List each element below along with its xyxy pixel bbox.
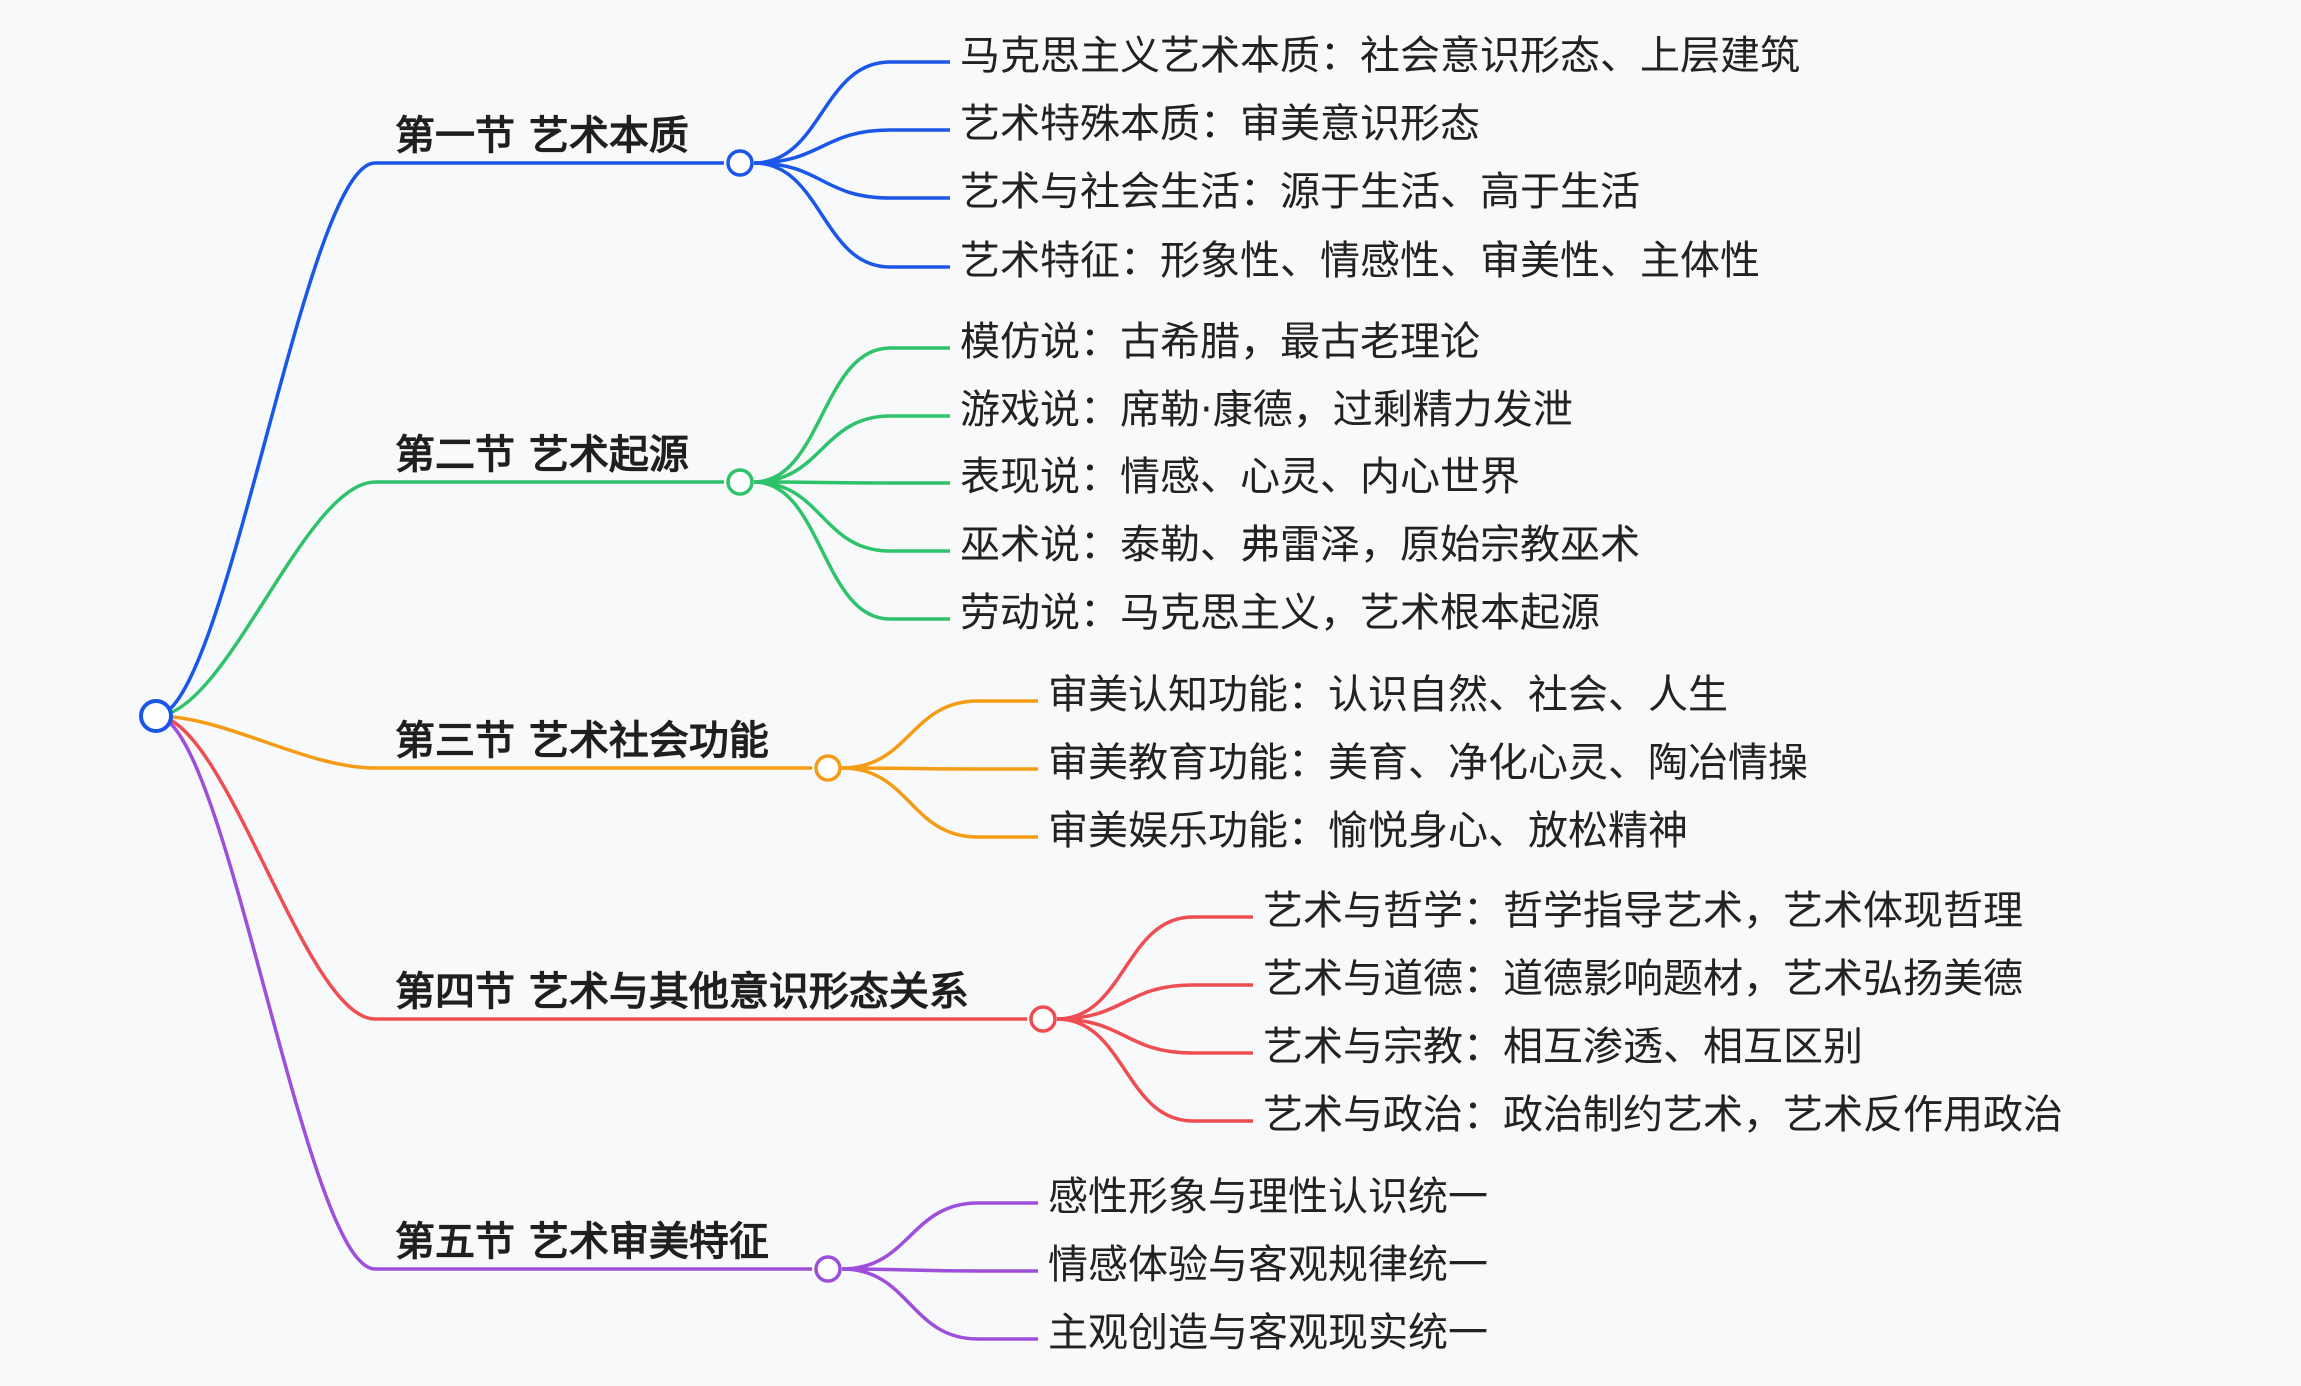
leaf-link — [753, 161, 950, 200]
branch-link — [155, 161, 724, 718]
leaf-label[interactable]: 审美娱乐功能：愉悦身心、放松精神 — [1048, 808, 1688, 854]
leaf-label[interactable]: 艺术与政治：政治制约艺术，艺术反作用政治 — [1263, 1092, 2063, 1138]
leaf-link — [841, 766, 1038, 771]
leaf-label[interactable]: 艺术与宗教：相互渗透、相互区别 — [1263, 1024, 1863, 1070]
leaf-link — [1056, 1017, 1253, 1123]
branch-node — [1029, 1005, 1057, 1033]
leaf-link — [841, 1201, 1038, 1271]
leaf-link — [753, 60, 950, 165]
branch-label[interactable]: 第三节 艺术社会功能 — [395, 718, 769, 764]
leaf-label[interactable]: 审美教育功能：美育、净化心灵、陶冶情操 — [1048, 740, 1808, 786]
branch-label[interactable]: 第二节 艺术起源 — [395, 432, 689, 478]
leaf-link — [753, 161, 950, 269]
branch-label[interactable]: 第四节 艺术与其他意识形态关系 — [395, 969, 969, 1015]
leaf-label[interactable]: 感性形象与理性认识统一 — [1048, 1174, 1488, 1220]
leaf-label[interactable]: 劳动说：马克思主义，艺术根本起源 — [960, 590, 1600, 636]
leaf-link — [1056, 1017, 1253, 1055]
leaf-link — [841, 699, 1038, 770]
branch-node — [726, 149, 754, 177]
leaf-link — [753, 346, 950, 484]
root-node — [139, 699, 173, 733]
leaf-label[interactable]: 艺术与道德：道德影响题材，艺术弘扬美德 — [1263, 956, 2023, 1002]
leaf-label[interactable]: 模仿说：古希腊，最古老理论 — [960, 319, 1480, 365]
leaf-label[interactable]: 艺术与社会生活：源于生活、高于生活 — [960, 169, 1640, 215]
branch-link — [155, 480, 724, 718]
branch-link — [155, 714, 1027, 1021]
leaf-label[interactable]: 艺术与哲学：哲学指导艺术，艺术体现哲理 — [1263, 888, 2023, 934]
leaf-link — [753, 480, 950, 553]
leaf-label[interactable]: 马克思主义艺术本质：社会意识形态、上层建筑 — [960, 33, 1800, 79]
branch-node — [726, 468, 754, 496]
leaf-link — [753, 480, 950, 485]
branch-node — [814, 754, 842, 782]
leaf-label[interactable]: 艺术特征：形象性、情感性、审美性、主体性 — [960, 238, 1760, 284]
leaf-label[interactable]: 表现说：情感、心灵、内心世界 — [960, 454, 1520, 500]
leaf-label[interactable]: 巫术说：泰勒、弗雷泽，原始宗教巫术 — [960, 522, 1640, 568]
leaf-link — [753, 480, 950, 621]
leaf-label[interactable]: 艺术特殊本质：审美意识形态 — [960, 101, 1480, 147]
leaf-label[interactable]: 审美认知功能：认识自然、社会、人生 — [1048, 672, 1728, 718]
branch-link — [155, 714, 812, 770]
leaf-link — [753, 128, 950, 165]
branch-link — [155, 714, 812, 1271]
leaf-link — [1056, 983, 1253, 1021]
branch-label[interactable]: 第五节 艺术审美特征 — [395, 1219, 769, 1265]
leaf-label[interactable]: 游戏说：席勒·康德，过剩精力发泄 — [960, 387, 1573, 433]
leaf-label[interactable]: 情感体验与客观规律统一 — [1048, 1242, 1488, 1288]
leaf-label[interactable]: 主观创造与客观现实统一 — [1048, 1310, 1488, 1356]
leaf-link — [841, 766, 1038, 839]
leaf-link — [841, 1267, 1038, 1341]
leaf-link — [753, 414, 950, 484]
leaf-link — [841, 1267, 1038, 1273]
leaf-link — [1056, 915, 1253, 1021]
branch-label[interactable]: 第一节 艺术本质 — [395, 113, 689, 159]
branch-node — [814, 1255, 842, 1283]
